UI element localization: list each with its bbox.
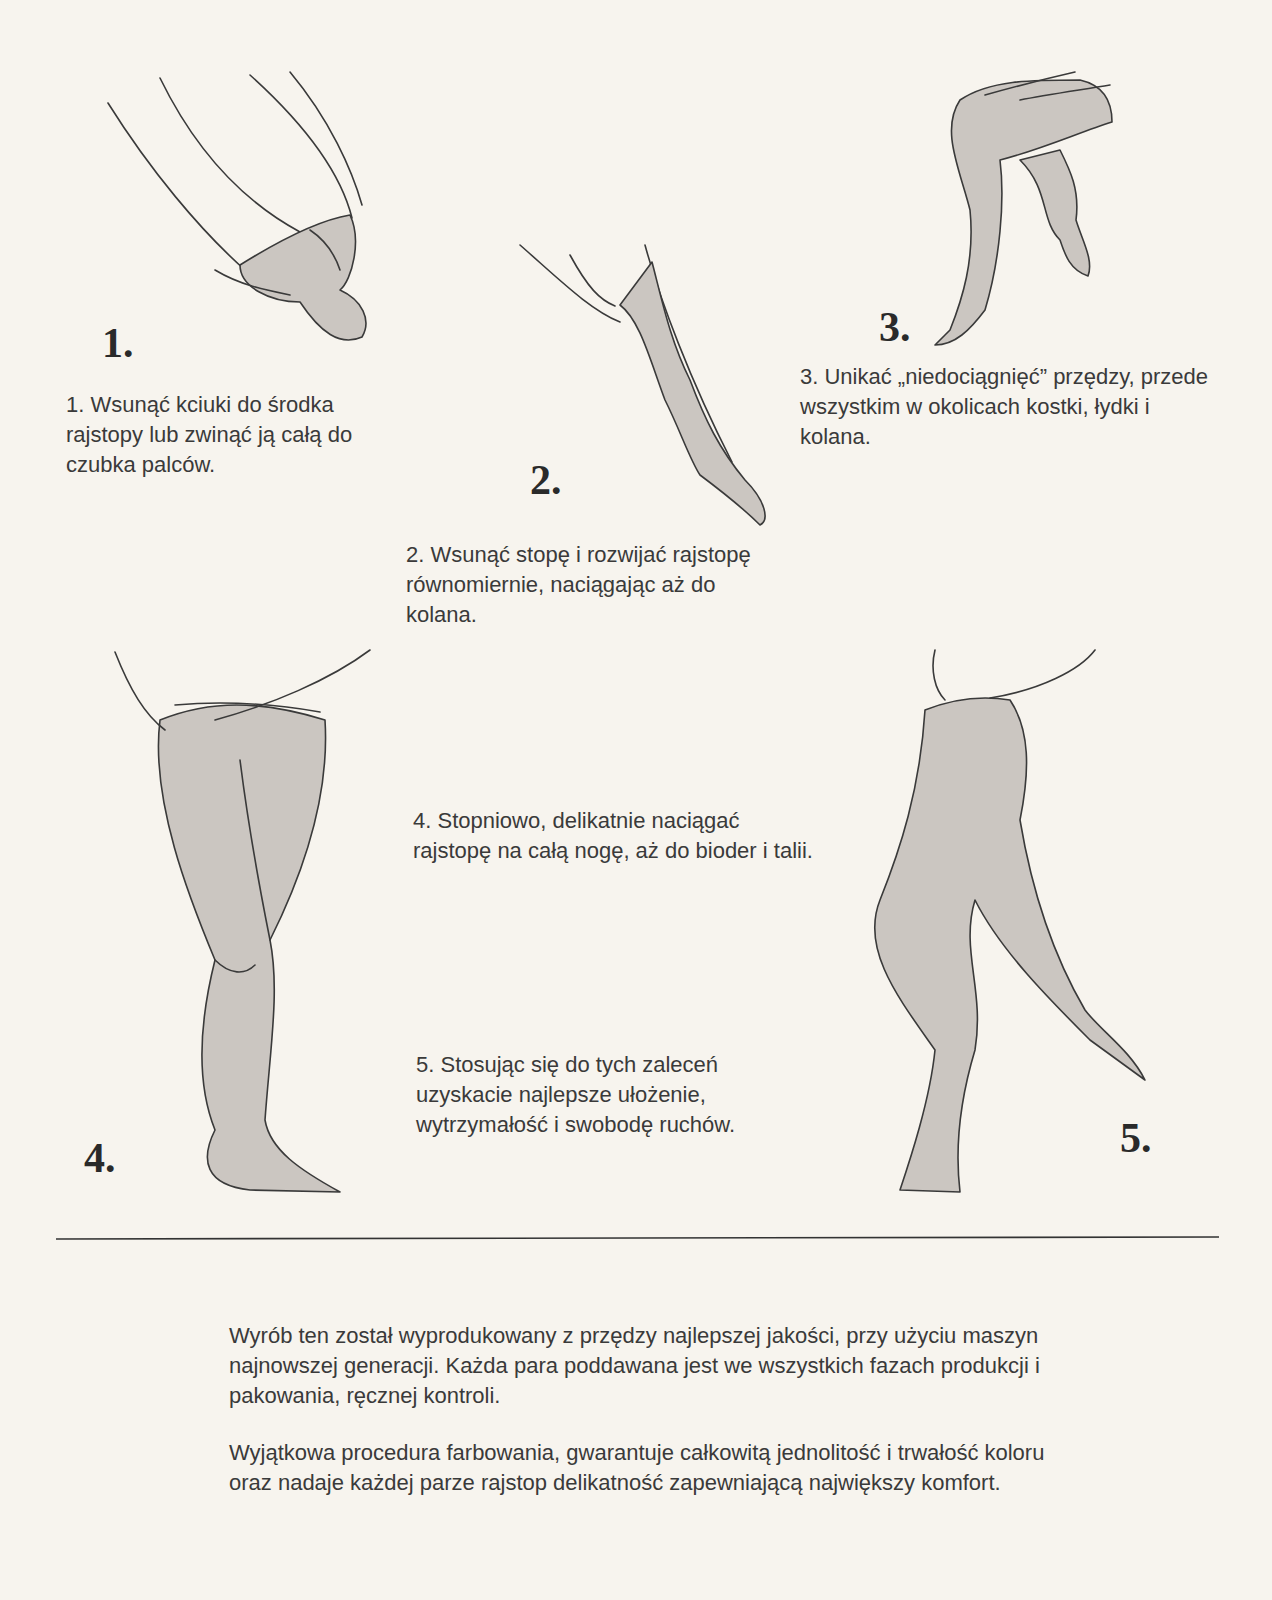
instruction-text: Wyrób ten został wyprodukowany z przędzy… xyxy=(229,1321,1059,1411)
instruction-text: 5. Stosując się do tych zaleceń uzyskaci… xyxy=(416,1050,816,1140)
tights-leg xyxy=(1020,150,1090,276)
step-number: 4. xyxy=(84,1135,144,1181)
step-number: 1. xyxy=(102,320,162,366)
arm-line xyxy=(520,245,620,322)
waistband-line xyxy=(175,703,320,712)
arm-line xyxy=(160,78,300,232)
step-3-figure xyxy=(935,72,1112,345)
step-4-figure xyxy=(115,650,370,1192)
tights-leg xyxy=(620,262,765,525)
instruction-text: 1. Wsunąć kciuki do środka rajstopy lub … xyxy=(66,390,406,480)
arm-line xyxy=(108,103,245,270)
tights-leg xyxy=(935,80,1112,345)
step-5-figure xyxy=(875,650,1145,1192)
arm-line xyxy=(570,255,615,306)
arm-line xyxy=(985,72,1110,100)
finger-line xyxy=(215,230,340,295)
instruction-text: 4. Stopniowo, delikatnie naciągać rajsto… xyxy=(413,806,813,866)
step-number: 5. xyxy=(1120,1115,1180,1161)
leg-line xyxy=(215,760,270,972)
step-number: 3. xyxy=(879,304,939,350)
tights-body xyxy=(875,698,1145,1192)
arm-line xyxy=(250,75,352,218)
arm-line xyxy=(933,650,1095,700)
step-number: 2. xyxy=(530,457,590,503)
divider-line xyxy=(56,1237,1219,1239)
step-2-figure xyxy=(520,245,765,525)
instruction-text: 3. Unikać „niedociągnięć” przędzy, przed… xyxy=(800,362,1210,452)
arm-line xyxy=(290,72,362,205)
arm-line xyxy=(115,650,370,730)
instruction-text: Wyjątkowa procedura farbowania, gwarantu… xyxy=(229,1438,1059,1498)
tights-body xyxy=(158,705,340,1192)
step-1-figure xyxy=(108,72,366,340)
rolled-tights xyxy=(240,215,366,340)
instruction-text: 2. Wsunąć stopę i rozwijać rajstopę równ… xyxy=(406,540,786,630)
